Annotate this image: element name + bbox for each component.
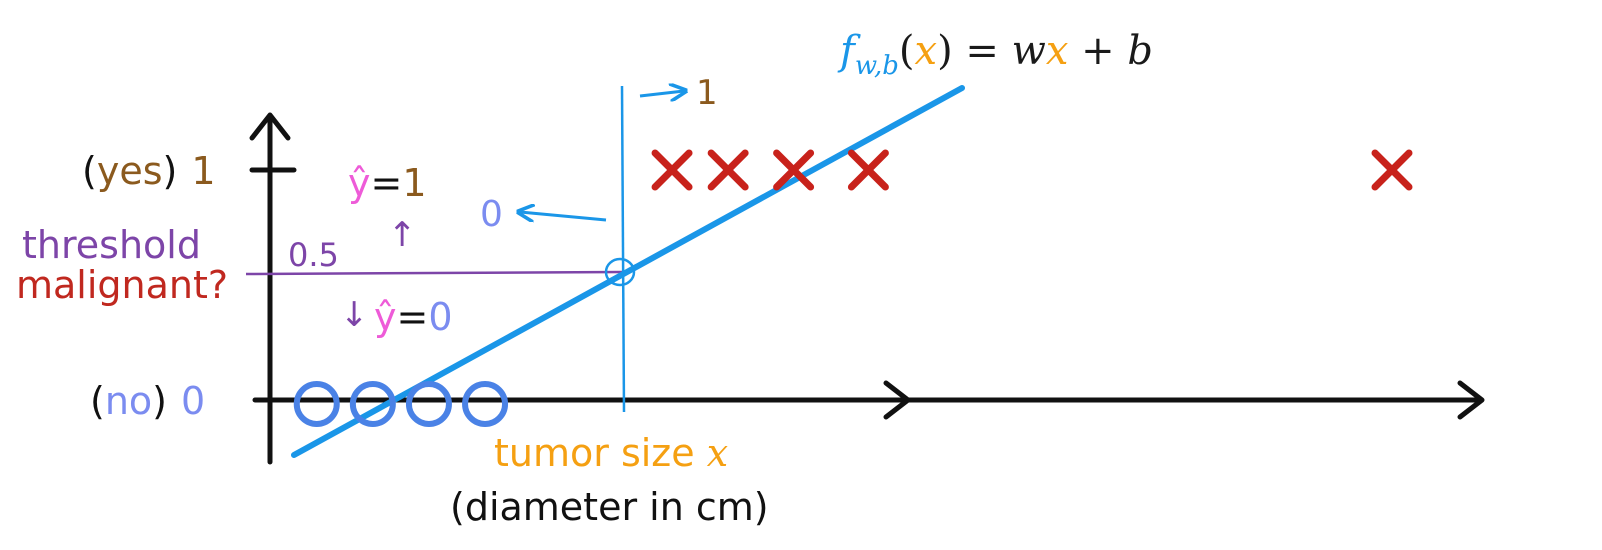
x-axis-sublabel: (diameter in cm)	[450, 485, 769, 529]
yes-label: (yes)1	[82, 149, 216, 193]
malignant-label: malignant?	[16, 263, 228, 307]
right-one-label: 1	[696, 73, 718, 113]
y-axis	[249, 112, 291, 465]
down-arrow-icon: ↓	[340, 295, 369, 335]
negative-point	[349, 381, 396, 427]
threshold-label: threshold	[22, 223, 201, 267]
yhat-one-label: ŷ=1	[348, 161, 427, 205]
x-axis-label: tumor size x	[494, 431, 728, 475]
positive-point	[847, 149, 889, 191]
positive-point	[773, 149, 815, 191]
decision-boundary-line	[620, 85, 626, 413]
left-zero-label: 0	[480, 194, 503, 235]
negative-point	[293, 381, 340, 427]
x-axis	[252, 380, 1485, 420]
regression-line	[291, 85, 965, 458]
formula: fw,b(x) = wx + b	[837, 28, 1153, 81]
positive-point	[707, 149, 749, 191]
positive-points	[651, 149, 1413, 191]
intersection-circle	[604, 257, 636, 287]
threshold-line	[245, 270, 623, 276]
left-arrow	[520, 212, 607, 220]
positive-point	[651, 149, 693, 191]
threshold-value: 0.5	[288, 236, 339, 274]
negative-points	[293, 381, 509, 427]
positive-point	[1371, 149, 1413, 191]
yhat-zero-label: ŷ=0	[374, 295, 453, 339]
up-arrow-icon: ↑	[388, 215, 417, 255]
negative-point	[405, 381, 452, 427]
no-label: (no)0	[90, 379, 205, 423]
negative-point	[462, 381, 509, 427]
right-arrow	[639, 91, 684, 96]
